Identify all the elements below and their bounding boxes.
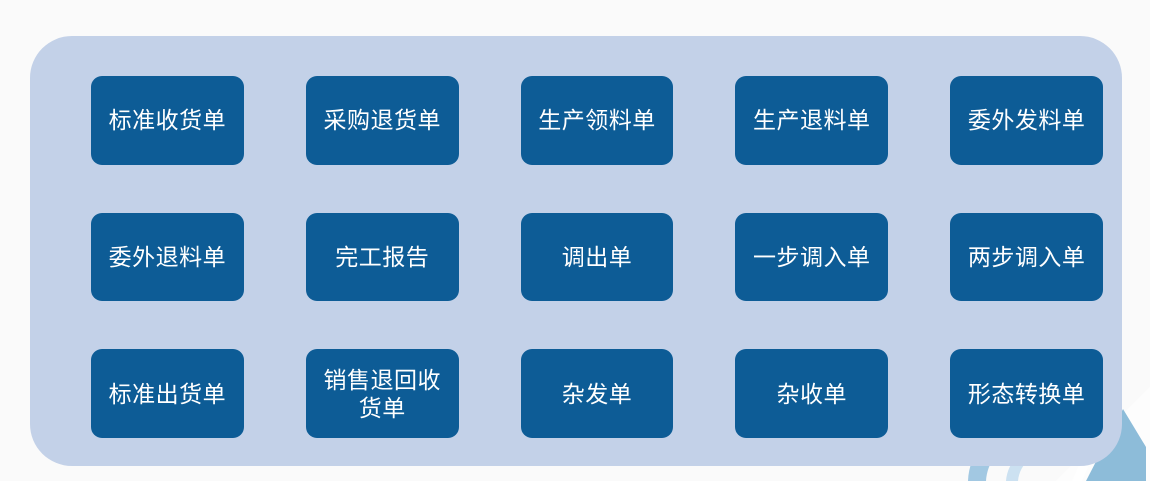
tile-label: 一步调入单 [753, 243, 871, 270]
tile-transfer-out[interactable]: 调出单 [520, 212, 674, 302]
tile-label: 生产领料单 [538, 107, 656, 134]
document-type-grid: 标准收货单 采购退货单 生产领料单 生产退料单 委外发料单 委外退料单 完工报告… [91, 76, 1103, 438]
tile-label: 形态转换单 [967, 380, 1086, 407]
tile-label: 销售退回收 货单 [323, 366, 441, 421]
tile-label: 调出单 [561, 243, 633, 270]
tile-label: 委外发料单 [967, 107, 1086, 134]
tile-label: 生产退料单 [753, 107, 871, 134]
tile-label: 标准收货单 [108, 107, 227, 134]
tile-label: 标准出货单 [108, 380, 227, 407]
tile-label: 杂发单 [561, 380, 633, 407]
tile-standard-shipment[interactable]: 标准出货单 [91, 349, 244, 438]
tile-production-issue[interactable]: 生产领料单 [520, 76, 674, 165]
tile-one-step-transfer-in[interactable]: 一步调入单 [735, 212, 889, 302]
document-type-panel: 标准收货单 采购退货单 生产领料单 生产退料单 委外发料单 委外退料单 完工报告… [30, 36, 1122, 466]
tile-label: 采购退货单 [323, 107, 441, 134]
tile-label: 完工报告 [335, 243, 430, 270]
tile-misc-receipt[interactable]: 杂收单 [735, 349, 889, 438]
tile-misc-issue[interactable]: 杂发单 [520, 349, 674, 438]
tile-label: 委外退料单 [108, 243, 227, 270]
tile-two-step-transfer-in[interactable]: 两步调入单 [950, 212, 1103, 302]
tile-subcontract-return[interactable]: 委外退料单 [91, 212, 244, 302]
tile-subcontract-issue[interactable]: 委外发料单 [950, 76, 1103, 165]
tile-purchase-return[interactable]: 采购退货单 [305, 76, 459, 165]
tile-production-return[interactable]: 生产退料单 [735, 76, 889, 165]
tile-sales-return-receipt[interactable]: 销售退回收 货单 [305, 349, 459, 438]
tile-standard-receipt[interactable]: 标准收货单 [91, 76, 244, 165]
tile-label: 杂收单 [776, 380, 848, 407]
tile-completion-report[interactable]: 完工报告 [305, 212, 459, 302]
tile-label: 两步调入单 [967, 243, 1086, 270]
tile-form-conversion[interactable]: 形态转换单 [950, 349, 1103, 438]
